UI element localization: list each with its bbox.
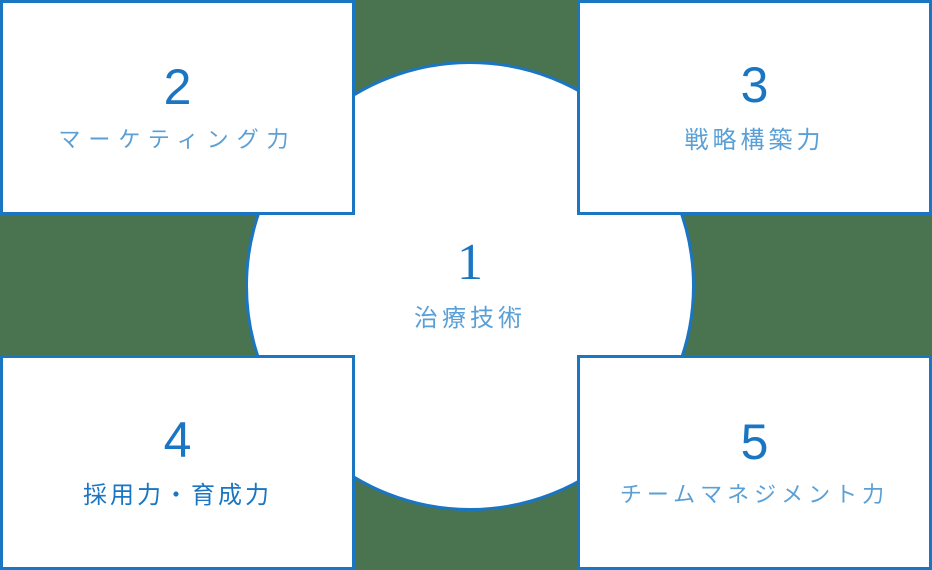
skill-box-strategy: 3 戦略構築力 [577, 0, 932, 215]
skill-number: 4 [163, 412, 192, 468]
skill-label: 採用力・育成力 [83, 481, 272, 509]
skill-box-recruiting: 4 採用力・育成力 [0, 355, 355, 570]
skill-number: 2 [163, 58, 192, 115]
skill-box-marketing: 2 マーケティング力 [0, 0, 355, 215]
center-label: 治療技術 [414, 303, 526, 332]
center-skill-treatment: 1 治療技術 [320, 218, 620, 352]
skill-label: マーケティング力 [58, 127, 297, 153]
center-number: 1 [457, 233, 483, 291]
skill-number: 3 [740, 57, 769, 113]
skill-label: 戦略構築力 [684, 126, 825, 154]
skill-label: チームマネジメント力 [619, 482, 890, 508]
skill-box-team-management: 5 チームマネジメント力 [577, 355, 932, 570]
skill-number: 5 [740, 413, 769, 470]
